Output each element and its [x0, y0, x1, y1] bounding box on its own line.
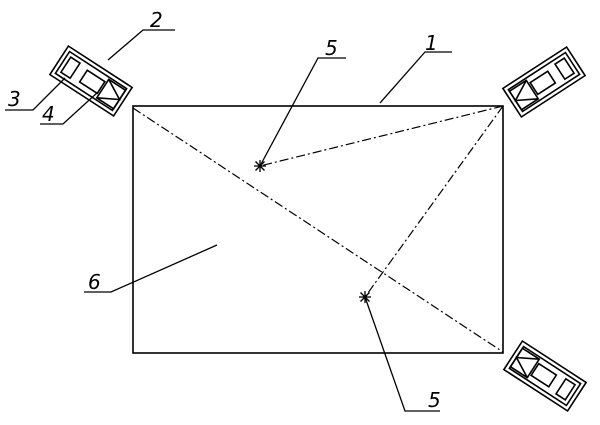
label-3: 3	[8, 87, 21, 111]
device-part-3	[59, 56, 82, 80]
leader-line-6	[84, 244, 218, 293]
label-1: 1	[425, 31, 438, 55]
sightline-topleft-to-bottomright	[132, 107, 504, 353]
leader-line-4	[40, 91, 99, 125]
device-part-4	[78, 69, 106, 95]
label-4: 4	[42, 102, 55, 126]
sightline-topright-to-target-lower	[364, 105, 504, 298]
label-6: 6	[88, 270, 101, 294]
label-5-lower: 5	[428, 388, 441, 412]
leader-line-3	[5, 77, 66, 111]
device-bottom-right	[502, 339, 588, 413]
leader-line-5-lower	[364, 296, 440, 412]
device-top-left	[48, 44, 134, 118]
sightline-topright-to-target-upper	[259, 105, 504, 167]
leader-line-1	[379, 51, 452, 104]
leader-line-5-upper	[259, 57, 346, 167]
label-2: 2	[150, 8, 163, 32]
device-top-right	[501, 45, 587, 119]
leader-line-2	[107, 29, 175, 61]
field-rectangle	[132, 105, 504, 354]
label-5-upper: 5	[325, 36, 338, 60]
